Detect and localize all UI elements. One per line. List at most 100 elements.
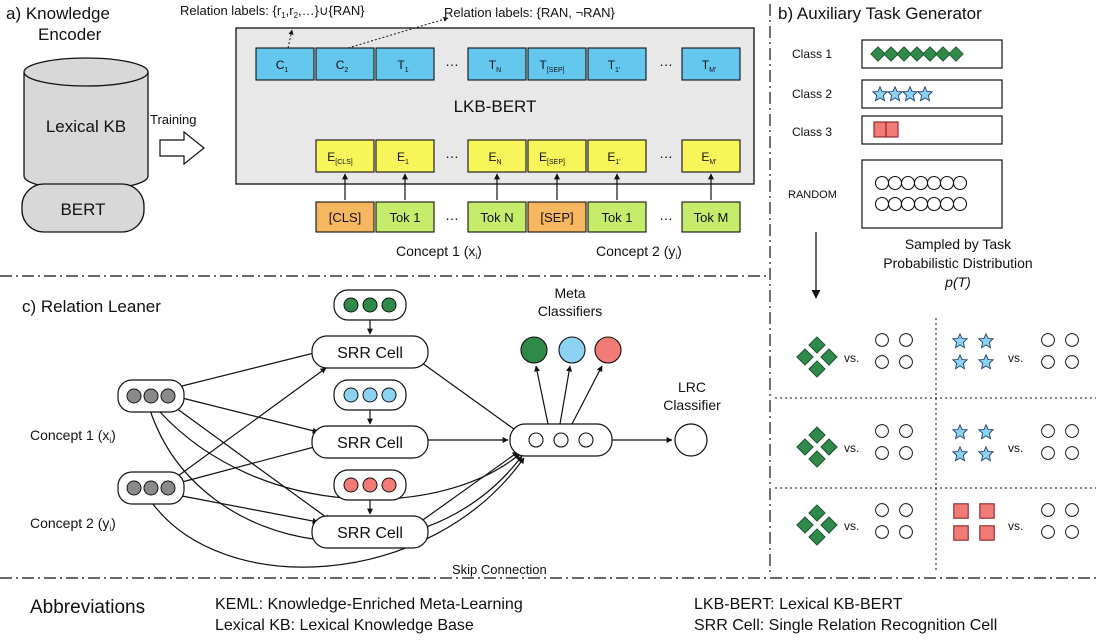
lrc-label-line1: LRC: [678, 379, 706, 395]
lexical-kb-label: Lexical KB: [46, 117, 126, 136]
vs-label: vs.: [844, 441, 859, 455]
svg-text:E[CLS]: E[CLS]: [327, 150, 353, 166]
vs-label: vs.: [844, 519, 859, 533]
input-token-cls: [CLS]: [315, 201, 375, 233]
sampled-line1: Sampled by Task: [905, 236, 1012, 252]
svg-text:T[SEP]: T[SEP]: [539, 58, 564, 74]
c1-output-line: [287, 29, 294, 49]
embedding-token: EN: [467, 139, 527, 173]
abbrev-lexical-kb: Lexical KB: Lexical Knowledge Base: [215, 617, 474, 634]
svg-text:SRR Cell: SRR Cell: [337, 345, 403, 362]
panel-a-title-line1: a) Knowledge: [6, 4, 110, 23]
concept2-node: [117, 471, 185, 505]
embedding-row: E[CLS] E1 … EN E[SEP] E1' … EM': [315, 139, 741, 173]
svg-text:E1: E1: [397, 150, 409, 166]
panel-auxiliary-task-generator: b) Auxiliary Task Generator Class 1 Clas…: [775, 4, 1096, 570]
relation-labels-right: Relation labels: {RAN, ¬RAN}: [444, 5, 616, 20]
svg-text:C1: C1: [276, 58, 289, 74]
embedding-token: EM': [681, 139, 741, 173]
panel-c-title: c) Relation Leaner: [22, 297, 161, 316]
input-token: Tok 1: [587, 201, 647, 233]
top-token: TM': [681, 47, 741, 81]
top-token: T[SEP]: [527, 47, 587, 81]
circle-cluster: [1041, 333, 1079, 369]
task-row-3: vs. vs.: [796, 503, 1079, 546]
svg-text:TN: TN: [489, 58, 501, 74]
concept1-caption: Concept 1 (xi): [396, 243, 482, 261]
top-token: C2: [315, 47, 375, 81]
circle-cluster: [875, 424, 913, 460]
task-row-2: vs. vs.: [796, 424, 1079, 468]
srr-cell-3: SRR Cell: [311, 515, 429, 549]
circle-cluster: [1041, 424, 1079, 460]
top-token: C1: [255, 47, 315, 81]
svg-text:EN: EN: [488, 150, 501, 166]
ellipsis: …: [445, 145, 459, 161]
abbrev-lkb-bert: LKB-BERT: Lexical KB-BERT: [694, 596, 903, 613]
top-token: T1': [587, 47, 647, 81]
ellipsis: …: [445, 207, 459, 223]
c2-output-line: [347, 16, 449, 49]
task-grid: [775, 318, 1096, 570]
training-arrow: [159, 130, 205, 166]
vs-label: vs.: [1008, 351, 1023, 365]
top-token: T1: [375, 47, 435, 81]
task-row-1: vs. vs.: [796, 333, 1079, 378]
input-token-sep: [SEP]: [527, 201, 587, 233]
input-token-row: [CLS] Tok 1 … Tok N [SEP] Tok 1 … Tok M: [315, 201, 741, 233]
ellipsis: …: [659, 207, 673, 223]
class3-squares: [873, 121, 899, 138]
training-label: Training: [150, 112, 196, 127]
panel-relation-learner: c) Relation Leaner: [22, 285, 721, 577]
circle-cluster: [875, 503, 913, 539]
class3-label: Class 3: [792, 125, 832, 139]
diamond-cluster: [796, 336, 838, 378]
class2-label: Class 2: [792, 87, 832, 101]
svg-text:TM': TM': [702, 58, 717, 74]
circle-cluster: [1041, 503, 1079, 539]
meta-classifier-red: [594, 336, 622, 364]
random-label: RANDOM: [788, 189, 837, 201]
skip-connection-label: Skip Connection: [452, 562, 547, 577]
meta-classifier-blue: [558, 336, 586, 364]
srr-cell-2: SRR Cell: [311, 425, 429, 459]
embedding-token: E1': [587, 139, 647, 173]
random-circles: [874, 175, 968, 212]
svg-text:SRR Cell: SRR Cell: [337, 525, 403, 542]
star-cluster: [952, 424, 994, 462]
input-arrows: [342, 173, 714, 200]
lrc-classifier: [674, 423, 708, 457]
top-token-row: C1 C2 T1 … TN T[SEP] T1' … TM': [255, 47, 741, 81]
panel-a-title-line2: Encoder: [38, 25, 102, 44]
panel-knowledge-encoder: a) Knowledge Encoder Lexical KB BERT Tra…: [6, 3, 755, 261]
sampled-line2: Probabilistic Distribution: [883, 255, 1032, 271]
embedding-token: E[SEP]: [527, 139, 587, 173]
ellipsis: …: [659, 53, 673, 69]
relation-group-blue: [333, 379, 407, 411]
svg-text:Tok M: Tok M: [694, 210, 729, 225]
abbreviations-title: Abbreviations: [30, 597, 145, 618]
svg-text:[SEP]: [SEP]: [540, 210, 573, 225]
relation-group-red: [333, 469, 407, 501]
p-t-label: p(T): [944, 274, 971, 290]
svg-text:C2: C2: [336, 58, 349, 74]
vs-label: vs.: [1008, 441, 1023, 455]
relation-group-green: [333, 289, 407, 321]
ellipsis: …: [445, 53, 459, 69]
meta-label-line1: Meta: [554, 285, 585, 301]
abbrev-srr-cell: SRR Cell: Single Relation Recognition Ce…: [694, 617, 997, 634]
svg-text:Tok N: Tok N: [480, 210, 513, 225]
embedding-token: E[CLS]: [315, 139, 375, 173]
embedding-token: E1: [375, 139, 435, 173]
ellipsis: …: [659, 145, 673, 161]
meta-label-line2: Classifiers: [538, 303, 603, 319]
star-cluster: [952, 333, 994, 370]
input-token: Tok N: [467, 201, 527, 233]
aggregator-node: [509, 423, 613, 457]
class1-label: Class 1: [792, 47, 832, 61]
svg-text:T1: T1: [397, 58, 408, 74]
vs-label: vs.: [844, 351, 859, 365]
svg-text:Tok 1: Tok 1: [601, 210, 632, 225]
meta-classifier-green: [520, 336, 548, 364]
